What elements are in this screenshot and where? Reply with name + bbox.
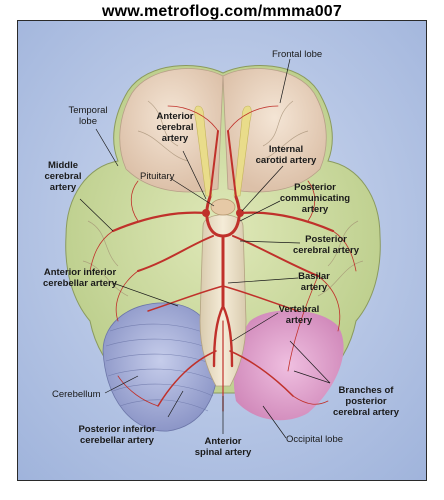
label-posterior-inferior-cerebellar-artery: Posterior inferior cerebellar artery — [78, 424, 156, 446]
label-pituitary: Pituitary — [140, 171, 175, 182]
brain-illustration — [18, 21, 426, 480]
frontal-lobe-right — [222, 68, 327, 193]
label-temporal-lobe: Temporal lobe — [68, 105, 108, 127]
label-internal-carotid-artery: Internal carotid artery — [255, 144, 317, 166]
label-anterior-inferior-cerebellar-artery: Anterior inferior cerebellar artery — [43, 267, 117, 289]
label-anterior-cerebral-artery: Anterior cerebral artery — [156, 111, 194, 144]
leader-lines — [79, 58, 331, 439]
label-anterior-spinal-artery: Anterior spinal artery — [194, 436, 252, 458]
arteries — [89, 105, 357, 412]
watermark-url: www.metroflog.com/mmma007 — [101, 3, 343, 20]
label-basilar-artery: Basilar artery — [298, 271, 330, 293]
pituitary — [210, 198, 236, 216]
label-cerebellum: Cerebellum — [52, 389, 101, 400]
label-frontal-lobe: Frontal lobe — [272, 49, 323, 60]
label-branches-posterior-cerebral-artery: Branches of posterior cerebral artery — [332, 385, 400, 418]
label-posterior-cerebral-artery: Posterior cerebral artery — [292, 234, 360, 256]
illustration-frame: Frontal lobe Temporal lobe Anterior cere… — [17, 20, 427, 481]
frontal-lobe-left — [119, 68, 224, 193]
label-middle-cerebral-artery: Middle cerebral artery — [44, 160, 82, 193]
label-vertebral-artery: Vertebral artery — [278, 304, 320, 326]
label-occipital-lobe: Occipital lobe — [286, 434, 344, 445]
label-posterior-communicating-artery: Posterior communicating artery — [279, 182, 351, 215]
